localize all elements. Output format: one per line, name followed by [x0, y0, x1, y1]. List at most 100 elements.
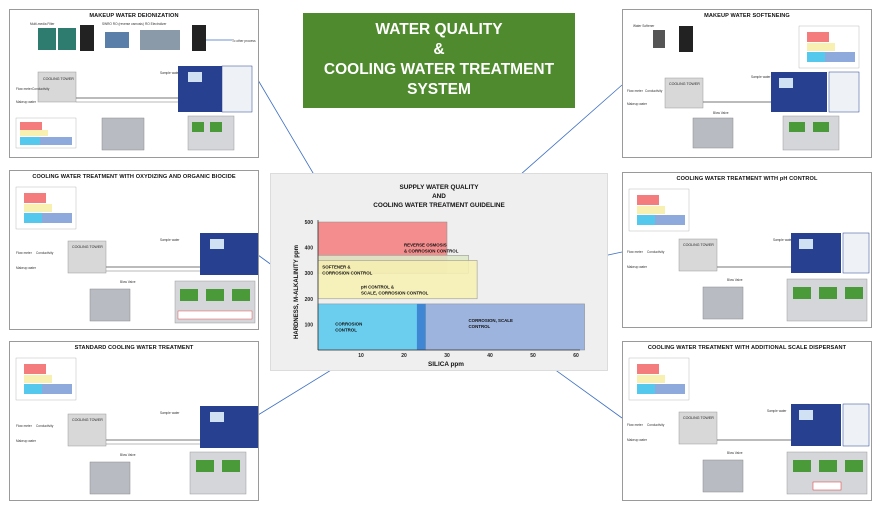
dosing-tanks [786, 278, 868, 322]
phcontrol-diagram: COOLING TOWER Flow meter Conductivity Ma… [627, 188, 870, 322]
softener-label: Water Softener [633, 24, 655, 28]
system-title-banner: WATER QUALITY & COOLING WATER TREATMENT … [303, 13, 575, 108]
flow-label: Flow meter [16, 251, 33, 255]
sample-label: Sample water [160, 71, 180, 75]
panel-phcontrol: COOLING WATER TREATMENT WITH pH CONTROL … [622, 172, 872, 328]
conductivity-label: Conductivity [36, 424, 54, 428]
conductivity-label: Conductivity [645, 89, 663, 93]
x-axis-label: SILICA ppm [428, 361, 464, 368]
banner-line-2: & [433, 41, 445, 58]
panel-title: STANDARD COOLING WATER TREATMENT [74, 345, 194, 351]
panel-oxidizing: COOLING WATER TREATMENT WITH OXYDIZING A… [9, 170, 259, 330]
deionization-diagram: Multi-media Filter SWRO RO (reverse osmo… [15, 22, 256, 151]
blow-label: Blow Valve [713, 111, 729, 115]
guideline-chart: SUPPLY WATER QUALITY AND COOLING WATER T… [294, 184, 585, 368]
edi-label: RO Electrolizer [145, 22, 167, 26]
panel-deionization: MAKEUP WATER DEIONIZATION Multi-media Fi… [9, 9, 259, 158]
region-label-3: CONTROL [335, 328, 357, 333]
sample-label: Sample water [160, 411, 180, 415]
flow-label: Flow meter [627, 423, 644, 427]
y-tick-label: 100 [305, 322, 314, 328]
flow-label: Flow meter [16, 424, 33, 428]
tank-panel [828, 71, 860, 113]
makeup-label: Makeup water [627, 265, 648, 269]
banner-line-4: SYSTEM [407, 81, 471, 98]
standard-diagram: COOLING TOWER Flow meter Conductivity Ma… [15, 357, 258, 495]
guideline-chart-panel: SUPPLY WATER QUALITY AND COOLING WATER T… [270, 173, 608, 371]
banner-line-3: COOLING WATER TREATMENT [323, 61, 555, 78]
panel-title: COOLING WATER TREATMENT WITH pH CONTROL [676, 176, 818, 182]
other-process-label: To other process [232, 39, 256, 43]
tank-panel [842, 232, 870, 274]
dispersant-diagram: COOLING TOWER Flow meter Conductivity Ma… [627, 357, 870, 495]
tank-panel [221, 65, 253, 113]
conductivity-label: Conductivity [647, 250, 665, 254]
makeup-label: Makeup water [627, 102, 648, 106]
filter-tank [58, 28, 76, 50]
softening-diagram: Water Softener COOLING TOWER Flow meter … [627, 24, 860, 151]
dosing-tanks [189, 451, 247, 495]
filter-tank [38, 28, 56, 50]
sample-label: Sample water [160, 238, 180, 242]
sample-label: Sample water [767, 409, 787, 413]
region-label-0: REVERSE OSMOSIS [404, 242, 447, 247]
water-tank [679, 26, 693, 52]
ro-label: SWRO RO (reverse osmosis) [102, 22, 144, 26]
cooling-tower [678, 238, 718, 272]
chiller [702, 286, 744, 320]
panel-dispersant: COOLING WATER TREATMENT WITH ADDITIONAL … [622, 341, 872, 501]
blow-label: Blow Valve [727, 278, 743, 282]
chiller [89, 461, 131, 495]
conductivity-label: Conductivity [647, 423, 665, 427]
panel-title: COOLING WATER TREATMENT WITH ADDITIONAL … [647, 345, 847, 351]
region-label-4: CONTROL [469, 324, 491, 329]
dosing-tanks [782, 115, 840, 151]
conductivity-label: Conductivity [32, 87, 50, 91]
tower-label: COOLING TOWER [683, 243, 714, 247]
tower-label: COOLING TOWER [669, 82, 700, 86]
blow-label: Blow Valve [727, 451, 743, 455]
panel-standard: STANDARD COOLING WATER TREATMENT COOLING… [9, 341, 259, 501]
y-tick-label: 500 [305, 220, 314, 226]
panel-title: COOLING WATER TREATMENT WITH OXYDIZING A… [32, 174, 236, 180]
tower-label: COOLING TOWER [72, 418, 103, 422]
cooling-tower [37, 71, 77, 103]
tower-label: COOLING TOWER [43, 77, 74, 81]
sample-label: Sample water [773, 238, 793, 242]
sample-label: Sample water [751, 75, 771, 79]
tank-panel [842, 403, 870, 447]
edi-unit [140, 30, 180, 50]
region-label-3: CORROSION [335, 322, 362, 327]
makeup-label: Makeup water [627, 438, 648, 442]
region-label-2: pH CONTROL & [361, 285, 395, 290]
dosing-tanks [187, 115, 235, 151]
region-label-1: SOFTENER & [322, 265, 351, 270]
panel-softening: MAKEUP WATER SOFTENEING Water Softener C… [622, 9, 872, 158]
chart-subtitle-1: AND [432, 193, 446, 200]
ro-unit [105, 32, 129, 48]
controller-panel [200, 406, 258, 448]
tower-label: COOLING TOWER [72, 245, 103, 249]
water-tank [192, 25, 206, 51]
region-label-0: & CORROSION CONTROL [404, 248, 459, 253]
panel-title: MAKEUP WATER SOFTENEING [704, 13, 790, 19]
x-tick-label: 40 [487, 353, 493, 359]
tower-label: COOLING TOWER [683, 416, 714, 420]
filter-label: Multi-media Filter [30, 22, 55, 26]
region-2 [317, 260, 478, 300]
x-tick-label: 10 [358, 353, 364, 359]
controller-panel [791, 404, 841, 446]
x-tick-label: 30 [444, 353, 450, 359]
y-tick-label: 300 [305, 271, 314, 277]
x-tick-label: 20 [401, 353, 407, 359]
x-tick-label: 60 [573, 353, 579, 359]
blow-label: Blow Valve [120, 280, 136, 284]
cooling-tower [67, 240, 107, 274]
chiller [101, 117, 145, 151]
flow-label: Flow meter [627, 250, 644, 254]
makeup-label: Makeup water [16, 266, 37, 270]
chart-regions: REVERSE OSMOSIS& CORROSION CONTROL SOFTEN… [317, 221, 585, 351]
makeup-label: Makeup water [16, 100, 37, 104]
chiller [702, 459, 744, 493]
